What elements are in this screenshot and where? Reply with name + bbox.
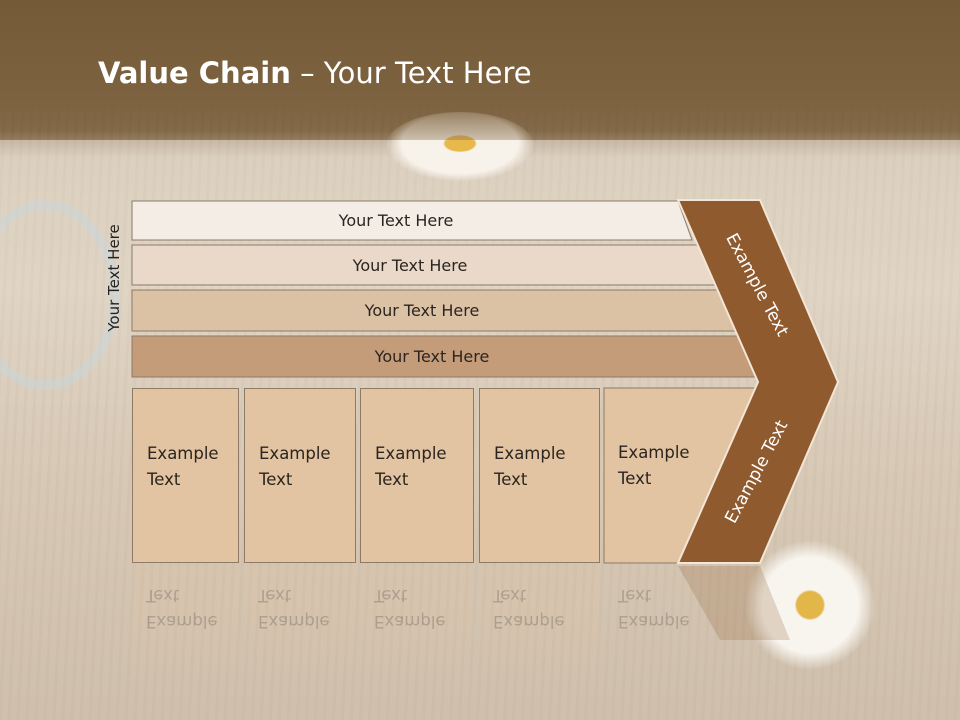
band-2: Your Text Here (352, 255, 468, 275)
title-bar (0, 0, 960, 140)
chevron-shape (676, 199, 840, 564)
teacup-handle (0, 200, 120, 390)
chevron-reflection (678, 566, 790, 640)
band-3: Your Text Here (364, 300, 480, 320)
chamomile-flower-bottom (740, 540, 880, 670)
band-1: Your Text Here (338, 210, 454, 230)
slide-title: Value Chain – Your Text Here (98, 56, 532, 90)
band-1-shape (131, 200, 693, 241)
band-4: Your Text Here (374, 346, 490, 366)
